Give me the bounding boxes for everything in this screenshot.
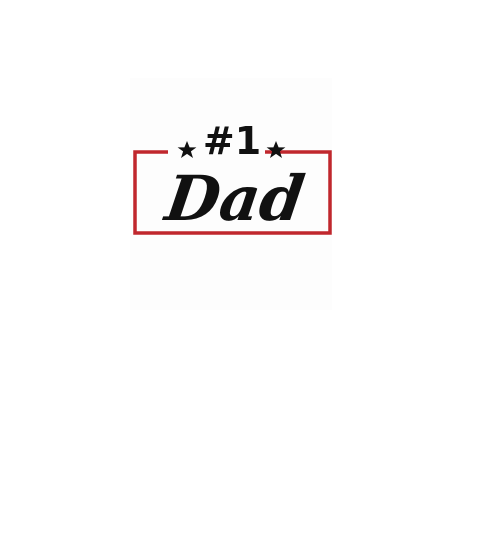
frame-left <box>133 150 332 235</box>
logo-main-text: Dad <box>159 162 308 235</box>
star-icon <box>266 141 286 158</box>
star-icon <box>177 141 197 158</box>
number-one-dad-logo: #1 Dad <box>126 110 340 240</box>
logo-number-text: #1 <box>203 119 261 163</box>
image-card <box>130 78 332 310</box>
logo-graphic: #1 Dad <box>133 119 332 235</box>
